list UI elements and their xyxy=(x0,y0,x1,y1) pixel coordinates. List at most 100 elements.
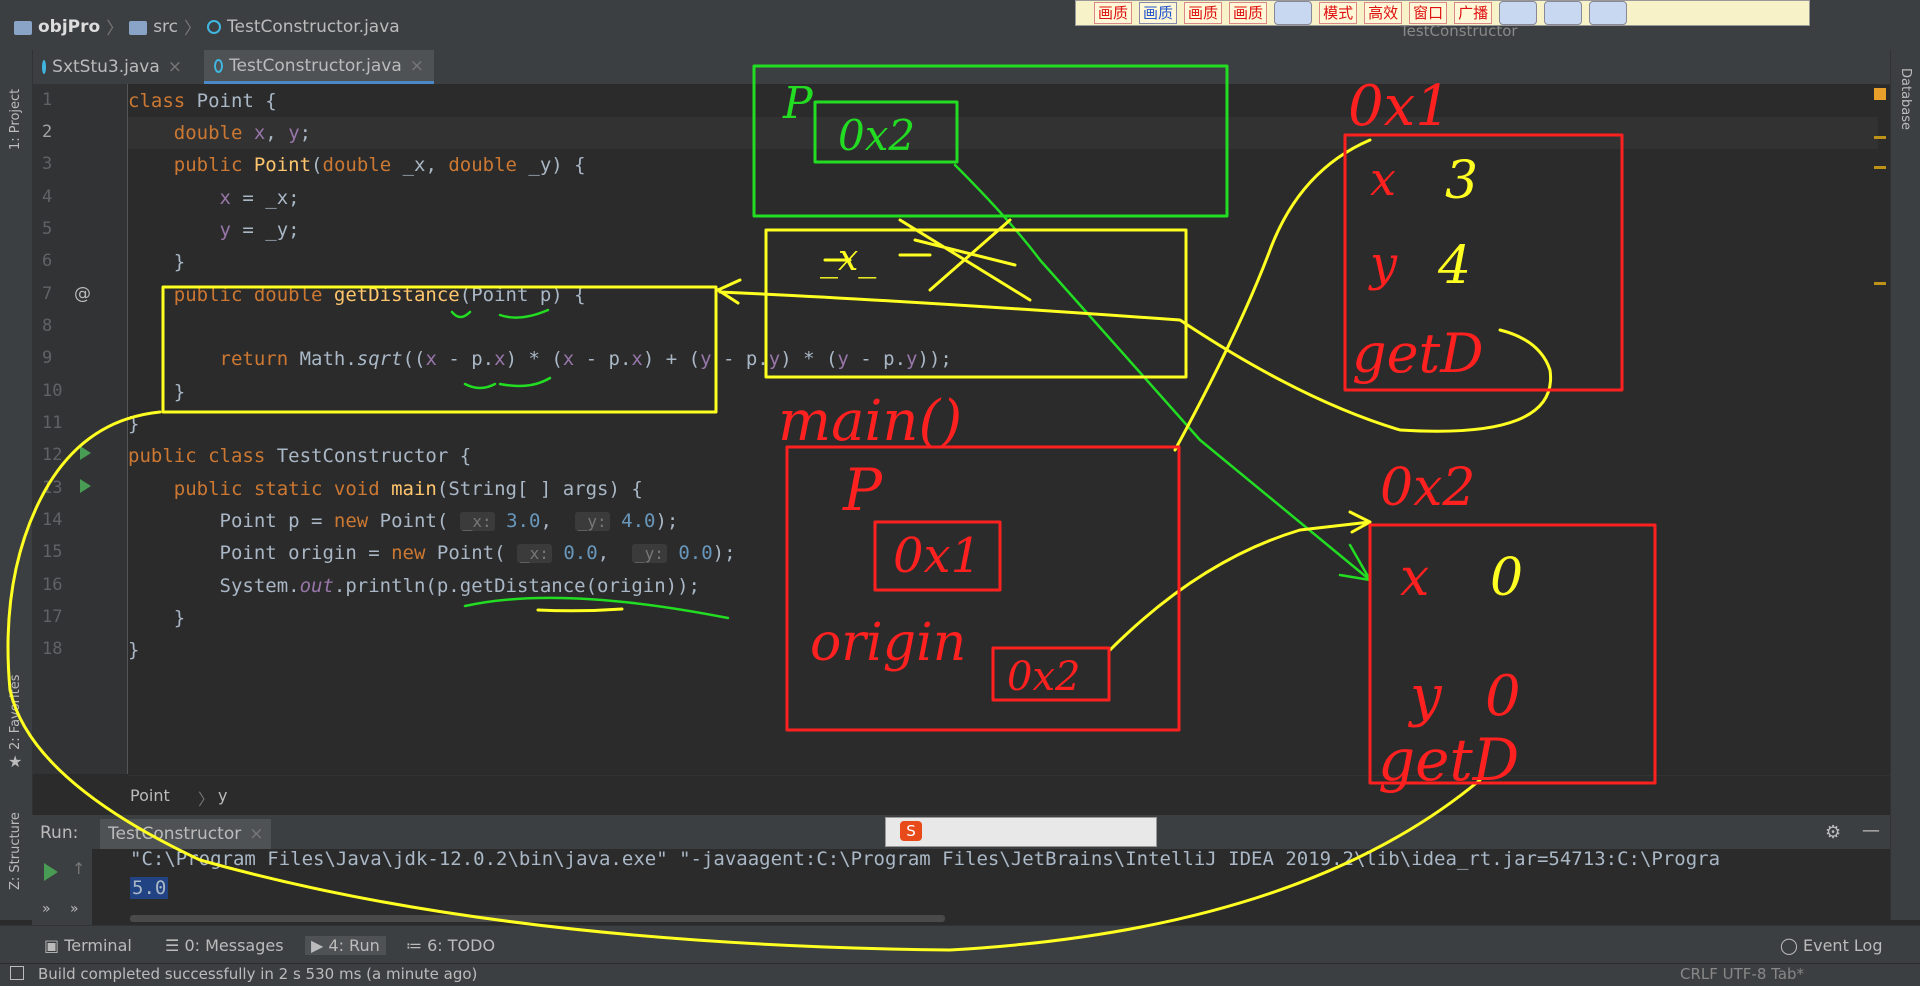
event-log-icon: ◯ xyxy=(1780,936,1803,955)
status-message: Build completed successfully in 2 s 530 … xyxy=(38,965,478,983)
overlay-button[interactable]: 模式 xyxy=(1319,2,1358,24)
arrow-up-icon[interactable]: ↑ xyxy=(72,859,86,878)
line-number: 10 xyxy=(42,381,63,401)
breadcrumb-member[interactable]: y xyxy=(218,786,228,805)
line-number: 6 xyxy=(42,251,53,271)
event-log-button[interactable]: ◯ Event Log xyxy=(1780,936,1883,955)
tab-testconstructor[interactable]: TestConstructor.java × xyxy=(204,50,434,84)
messages-tool-button[interactable]: ☰ 0: Messages xyxy=(165,936,284,955)
run-tab[interactable]: TestConstructor × xyxy=(100,819,272,849)
code-line: System.out.println(p.getDistance(origin)… xyxy=(128,575,700,597)
code-line: } xyxy=(128,639,140,661)
run-gutter-icon[interactable] xyxy=(80,479,91,493)
code-line: Point origin = new Point( _x: 0.0, _y: 0… xyxy=(128,542,736,564)
code-line: class Point { xyxy=(128,90,277,112)
breadcrumb-class[interactable]: Point xyxy=(130,786,170,805)
error-stripe-mark[interactable] xyxy=(1874,166,1886,169)
code-line: return Math.sqrt((x - p.x) * (x - p.x) +… xyxy=(219,348,952,370)
more-icon[interactable]: » xyxy=(70,901,79,917)
project-tool-button[interactable]: 1: Project xyxy=(8,88,23,150)
console-output: 5.0 xyxy=(130,877,169,899)
structure-tool-button[interactable]: Z: Structure xyxy=(8,812,23,890)
run-tool-button[interactable]: ▶ 4: Run xyxy=(305,936,386,955)
error-stripe-mark[interactable] xyxy=(1874,282,1886,285)
code-line: } xyxy=(128,413,140,435)
favorites-tool-button[interactable]: 2: Favorites xyxy=(8,674,23,750)
editor-gutter: 1 2 3 4 5 6 7 8 9 10 11 12 13 14 15 16 1… xyxy=(32,84,154,774)
code-line: Point p = new Point( _x: 3.0, _y: 4.0); xyxy=(128,510,679,532)
chevron-right-icon: 〉 xyxy=(198,790,215,809)
tool-label: 6: TODO xyxy=(427,936,496,955)
breadcrumb: objPro 〉 src 〉 TestConstructor.java xyxy=(14,14,400,39)
flag-icon[interactable] xyxy=(1589,1,1628,25)
status-encoding[interactable]: CRLF UTF-8 Tab* xyxy=(1680,965,1805,983)
ime-logo-icon[interactable]: S xyxy=(900,821,922,841)
overlay-button[interactable]: 画质 xyxy=(1229,2,1268,24)
chevron-right-icon: 〉 xyxy=(106,19,124,39)
code-line: public double getDistance(Point p) { xyxy=(173,284,586,306)
horizontal-scrollbar[interactable] xyxy=(130,915,945,922)
chevron-right-icon: 〉 xyxy=(184,19,202,39)
input-method-bar[interactable]: S xyxy=(885,817,1157,847)
run-configuration-select[interactable]: TestConstructor xyxy=(1400,22,1518,40)
more-icon[interactable]: » xyxy=(42,901,51,917)
code-line: } xyxy=(128,607,186,629)
overlay-button[interactable]: 画质 xyxy=(1184,2,1223,24)
line-number: 9 xyxy=(42,348,53,368)
line-number: 2 xyxy=(42,122,53,142)
run-gutter-icon[interactable] xyxy=(80,446,91,460)
code-editor[interactable]: class Point { double x, y; public Point(… xyxy=(128,84,1878,774)
todo-icon: ≔ xyxy=(406,936,428,955)
terminal-tool-button[interactable]: ▣ Terminal xyxy=(44,936,132,955)
overlay-button[interactable]: 画质 xyxy=(1139,2,1178,24)
minimize-icon[interactable]: — xyxy=(1862,820,1880,841)
run-icon: ▶ xyxy=(311,936,329,955)
bottom-tool-bar: ▣ Terminal ☰ 0: Messages ▶ 4: Run ≔ 6: T… xyxy=(0,925,1920,964)
java-class-icon xyxy=(214,58,224,73)
run-panel-label: Run: xyxy=(40,823,79,843)
right-tool-strip: Database xyxy=(1890,50,1920,920)
gear-icon[interactable]: ⚙ xyxy=(1825,822,1842,843)
inspection-status-icon[interactable] xyxy=(1874,88,1886,100)
code-line: } xyxy=(128,251,186,273)
line-number: 3 xyxy=(42,154,53,174)
close-icon[interactable]: × xyxy=(409,55,424,76)
line-number: 12 xyxy=(42,445,63,465)
messages-icon: ☰ xyxy=(165,936,185,955)
left-tool-strip: 1: Project 2: Favorites Z: Structure ★ xyxy=(0,50,33,920)
breadcrumb-project[interactable]: objPro xyxy=(38,16,101,37)
database-tool-button[interactable]: Database xyxy=(1898,68,1913,131)
record-icon[interactable] xyxy=(1274,1,1313,25)
terminal-icon: ▣ xyxy=(44,936,65,955)
line-number: 16 xyxy=(42,575,63,595)
star-icon[interactable]: ★ xyxy=(8,752,23,771)
overlay-button[interactable]: 广播 xyxy=(1454,2,1493,24)
person-icon[interactable] xyxy=(1499,1,1538,25)
rerun-icon[interactable] xyxy=(44,863,58,881)
run-panel-sidebar: ↑ » » xyxy=(32,849,92,925)
tab-label: SxtStu3.java xyxy=(52,57,160,77)
group-icon[interactable] xyxy=(1544,1,1583,25)
overlay-button[interactable]: 窗口 xyxy=(1409,2,1448,24)
close-icon[interactable]: × xyxy=(249,824,264,844)
breadcrumb-folder[interactable]: src xyxy=(153,16,179,37)
code-line: } xyxy=(128,381,186,403)
editor-breadcrumb: Point 〉 y xyxy=(128,775,1890,816)
close-icon[interactable]: × xyxy=(167,57,182,77)
line-number: 4 xyxy=(42,187,53,207)
toggle-tool-windows-icon[interactable] xyxy=(10,966,24,980)
tab-sxtstu3[interactable]: SxtStu3.java × xyxy=(32,50,192,84)
code-line: public Point(double _x, double _y) { xyxy=(173,154,586,176)
error-stripe-mark[interactable] xyxy=(1874,136,1886,139)
overlay-button[interactable]: 高效 xyxy=(1364,2,1403,24)
overlay-button[interactable]: 画质 xyxy=(1094,2,1133,24)
line-number: 1 xyxy=(42,90,53,110)
todo-tool-button[interactable]: ≔ 6: TODO xyxy=(406,936,495,955)
override-marker[interactable]: @ xyxy=(74,284,91,304)
breadcrumb-file[interactable]: TestConstructor.java xyxy=(227,16,400,37)
line-number: 5 xyxy=(42,219,53,239)
run-tab-label: TestConstructor xyxy=(108,824,242,844)
line-number: 14 xyxy=(42,510,63,530)
code-line: y = _y; xyxy=(219,219,300,241)
code-line: x = _x; xyxy=(219,187,300,209)
